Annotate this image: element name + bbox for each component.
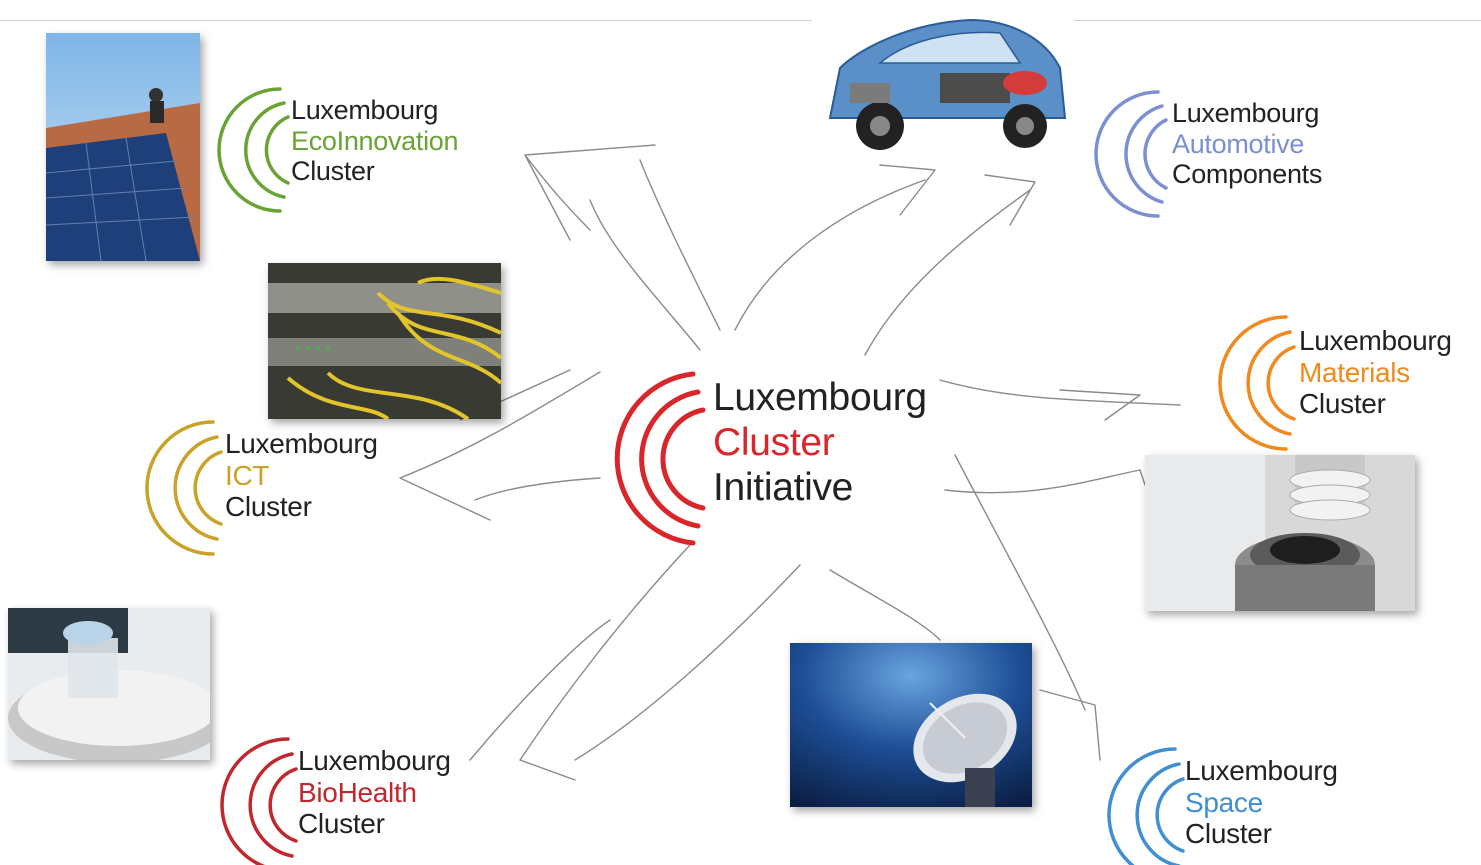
- arrow-space: [829, 454, 1101, 761]
- cluster-initiative-line2: Cluster: [713, 420, 835, 464]
- ict-cluster-logo: Luxembourg ICT Cluster: [135, 418, 415, 558]
- satellite-dish-photo: [790, 643, 1032, 807]
- automotive-line3: Components: [1172, 159, 1323, 189]
- automotive-cluster-logo: Luxembourg Automotive Components: [1088, 88, 1378, 220]
- biohealth-line1: Luxembourg: [298, 745, 451, 776]
- materials-line3: Cluster: [1299, 388, 1386, 420]
- automotive-arcs-icon: [1094, 90, 1168, 218]
- automotive-line1: Luxembourg: [1172, 98, 1320, 128]
- ecoinnovation-line1: Luxembourg: [291, 95, 439, 125]
- network-cables-photo: [268, 263, 501, 419]
- ict-line3: Cluster: [225, 491, 312, 523]
- materials-line2: Materials: [1299, 356, 1410, 388]
- ecoinnovation-arcs-icon: [217, 87, 290, 213]
- top-divider-left: [0, 20, 812, 21]
- ict-arcs-icon: [145, 420, 223, 556]
- top-divider-right: [1074, 20, 1481, 21]
- materials-line1: Luxembourg: [1299, 325, 1452, 356]
- biohealth-lab-photo: [8, 608, 210, 760]
- automotive-line2: Automotive: [1172, 128, 1305, 159]
- space-cluster-logo: Luxembourg Space Cluster: [1095, 745, 1385, 865]
- ict-line2: ICT: [225, 459, 270, 491]
- ict-line1: Luxembourg: [225, 428, 378, 459]
- solar-panels-photo: [46, 33, 200, 261]
- materials-lab-photo: [1145, 455, 1415, 611]
- arrow-ecoinnovation: [524, 144, 721, 351]
- biohealth-cluster-logo: Luxembourg BioHealth Cluster: [208, 735, 493, 865]
- ecoinnovation-line2: EcoInnovation: [291, 125, 459, 156]
- materials-cluster-logo: Luxembourg Materials Cluster: [1208, 313, 1481, 453]
- arrow-biohealth: [469, 544, 801, 781]
- car-cutaway-illustration: [820, 8, 1070, 166]
- cluster-initiative-arcs-icon: [614, 371, 706, 546]
- arrow-automotive: [864, 174, 1036, 356]
- biohealth-line3: Cluster: [298, 808, 385, 840]
- materials-arcs-icon: [1218, 315, 1296, 451]
- biohealth-arcs-icon: [220, 737, 298, 865]
- cluster-initiative-logo: Luxembourg Cluster Initiative: [598, 366, 958, 551]
- cluster-initiative-line1: Luxembourg: [713, 376, 927, 419]
- space-line3: Cluster: [1185, 818, 1272, 850]
- ecoinnovation-cluster-logo: Luxembourg EcoInnovation Cluster: [210, 85, 490, 215]
- cluster-initiative-line3: Initiative: [713, 465, 854, 509]
- space-line1: Luxembourg: [1185, 755, 1338, 786]
- space-arcs-icon: [1107, 747, 1185, 865]
- biohealth-line2: BioHealth: [298, 776, 417, 808]
- ecoinnovation-line3: Cluster: [291, 156, 375, 186]
- space-line2: Space: [1185, 786, 1263, 818]
- arrow-car: [734, 164, 936, 331]
- arrow-materials: [939, 379, 1181, 494]
